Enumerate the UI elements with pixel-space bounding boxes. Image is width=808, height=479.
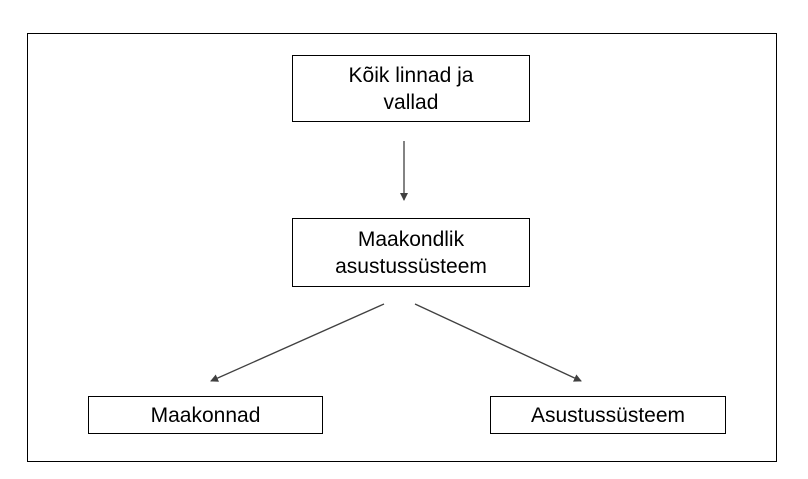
node-counties: Maakonnad bbox=[88, 396, 323, 434]
diagram-frame bbox=[27, 33, 777, 462]
edge-middle-to-left bbox=[210, 303, 385, 382]
node-label: Kõik linnad ja vallad bbox=[348, 63, 474, 114]
node-all-cities-and-parishes: Kõik linnad ja vallad bbox=[292, 55, 530, 122]
node-county-settlement-system: Maakondlik asustussüsteem bbox=[292, 218, 530, 287]
node-label: Asustussüsteem bbox=[530, 403, 686, 427]
node-label: Maakonnad bbox=[150, 403, 261, 427]
node-label: Maakondlik asustussüsteem bbox=[335, 227, 487, 278]
edge-middle-to-right bbox=[414, 303, 582, 382]
node-settlement-system: Asustussüsteem bbox=[490, 396, 726, 434]
